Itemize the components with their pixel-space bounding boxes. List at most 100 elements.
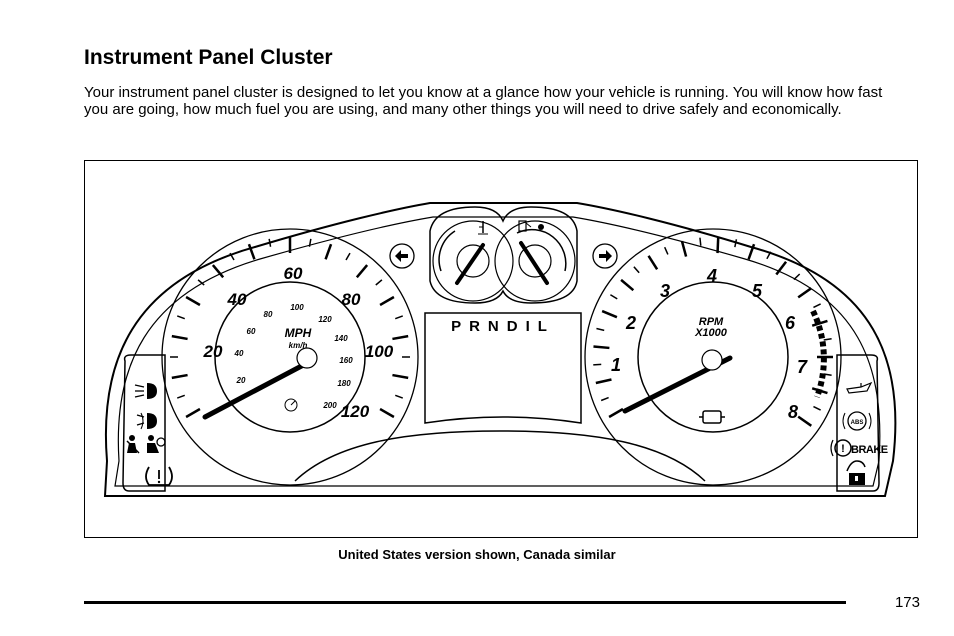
- left-warning-pod: [122, 354, 166, 492]
- gauge-tick: [734, 239, 738, 248]
- gauge-tick: [185, 407, 201, 419]
- tach-label-8: 8: [788, 402, 798, 422]
- tach-label-5: 5: [752, 281, 763, 301]
- kmh-label-80: 80: [264, 310, 273, 319]
- gauge-tick: [596, 327, 605, 332]
- tach-label-1: 1: [611, 355, 621, 375]
- gauge-tick: [176, 315, 186, 320]
- gauge-tick: [797, 287, 813, 299]
- gauge-tick: [813, 303, 821, 309]
- gauge-tick: [593, 363, 602, 366]
- brake-warning-icon: ! BRAKE: [830, 439, 888, 457]
- gauge-tick: [610, 294, 618, 300]
- right-turn-signal-icon: [592, 243, 618, 269]
- cluster-outer-outline: [103, 202, 897, 497]
- check-engine-icon: [699, 410, 725, 424]
- gauge-tick: [608, 407, 624, 419]
- gauge-tick: [171, 373, 188, 380]
- tach-label-2: 2: [625, 313, 636, 333]
- svg-text:!: !: [841, 443, 845, 455]
- coolant-temp-icon: [478, 221, 488, 235]
- mph-label-100: 100: [365, 342, 394, 361]
- gauge-tick: [699, 237, 702, 246]
- kmh-label-100: 100: [290, 303, 304, 312]
- tachometer: 1 2 3 4 5 6 7 8 RPM X1000: [584, 228, 842, 486]
- gauge-tick: [345, 252, 351, 261]
- kmh-label-160: 160: [339, 356, 353, 365]
- gauge-tick: [647, 255, 659, 270]
- tachometer-hub: [701, 349, 723, 371]
- fuel-pump-icon: [518, 220, 544, 232]
- gauge-tick: [823, 338, 832, 341]
- gauge-tick: [379, 407, 395, 419]
- brake-label: BRAKE: [851, 444, 888, 456]
- center-gauge-pod: [429, 206, 578, 304]
- mph-unit-label: MPH: [285, 326, 312, 340]
- gauge-tick: [766, 251, 772, 260]
- intro-paragraph: Your instrument panel cluster is designe…: [84, 84, 883, 118]
- gauge-tick: [813, 405, 821, 411]
- gauge-tick: [324, 243, 333, 260]
- gauge-tick: [308, 238, 312, 247]
- gauge-tick: [775, 261, 788, 276]
- speedometer: 20 40 60 80 100 120 20 40 60 80 100 120 …: [161, 228, 419, 486]
- tachometer-redline: [810, 309, 827, 399]
- kmh-label-120: 120: [318, 315, 332, 324]
- kmh-label-180: 180: [337, 379, 351, 388]
- speedometer-hub: [296, 347, 318, 369]
- tach-label-4: 4: [706, 266, 717, 286]
- mph-label-40: 40: [227, 290, 247, 309]
- gauge-tick: [171, 334, 188, 341]
- airbag-icon: [147, 435, 166, 453]
- mph-label-120: 120: [341, 402, 370, 421]
- instrument-cluster-figure: 20 40 60 80 100 120 20 40 60 80 100 120 …: [84, 160, 918, 538]
- speedometer-needle: [202, 358, 314, 420]
- gauge-tick: [811, 319, 828, 327]
- mph-label-80: 80: [342, 290, 361, 309]
- gauge-tick: [633, 266, 640, 274]
- gauge-tick: [211, 264, 225, 279]
- cluster-illustration: 20 40 60 80 100 120 20 40 60 80 100 120 …: [103, 202, 897, 497]
- gauge-tick: [379, 295, 395, 307]
- gauge-tick: [680, 240, 688, 257]
- gauge-tick: [793, 273, 801, 281]
- gauge-tick: [663, 246, 669, 255]
- kmh-unit-label: km/h: [289, 341, 308, 350]
- gauge-tick: [394, 315, 404, 320]
- gauge-tick: [392, 373, 409, 380]
- tachometer-ticks: [593, 237, 833, 427]
- gauge-tick: [747, 243, 756, 260]
- cluster-bottom-arch: [294, 430, 706, 482]
- gear-display: PRNDIL: [424, 312, 582, 424]
- right-warning-pod: [836, 354, 880, 492]
- gauge-tick: [394, 394, 404, 399]
- gauge-tick: [268, 238, 272, 247]
- gauge-tick: [600, 396, 609, 402]
- abs-icon: ABS: [842, 411, 872, 431]
- gauge-tick: [620, 278, 635, 292]
- figure-caption: United States version shown, Canada simi…: [338, 547, 616, 562]
- fuel-gauge: [494, 220, 576, 302]
- gauge-tick: [595, 378, 612, 385]
- temperature-gauge: [432, 220, 514, 302]
- kmh-label-140: 140: [334, 334, 348, 343]
- security-icon: [846, 460, 866, 485]
- mph-label-20: 20: [203, 342, 223, 361]
- fog-lamp-icon: [136, 412, 157, 430]
- rpm-unit-label: RPM: [699, 316, 724, 328]
- kmh-label-20: 20: [236, 376, 246, 385]
- rpm-multiplier-label: X1000: [694, 327, 728, 339]
- gauge-tick: [716, 237, 720, 254]
- gauge-tick: [593, 345, 610, 350]
- footer-rule: [84, 601, 846, 604]
- gauge-tick: [185, 295, 201, 307]
- gauge-tick: [797, 415, 813, 427]
- gear-indicator-text: PRNDIL: [451, 318, 555, 335]
- trip-reset-icon: [284, 398, 298, 412]
- kmh-label-60: 60: [247, 327, 256, 336]
- headlamp-icon: [134, 383, 157, 399]
- gauge-tick: [375, 279, 383, 286]
- tach-label-6: 6: [785, 313, 796, 333]
- fuel-needle: [519, 241, 549, 285]
- tach-label-3: 3: [660, 281, 670, 301]
